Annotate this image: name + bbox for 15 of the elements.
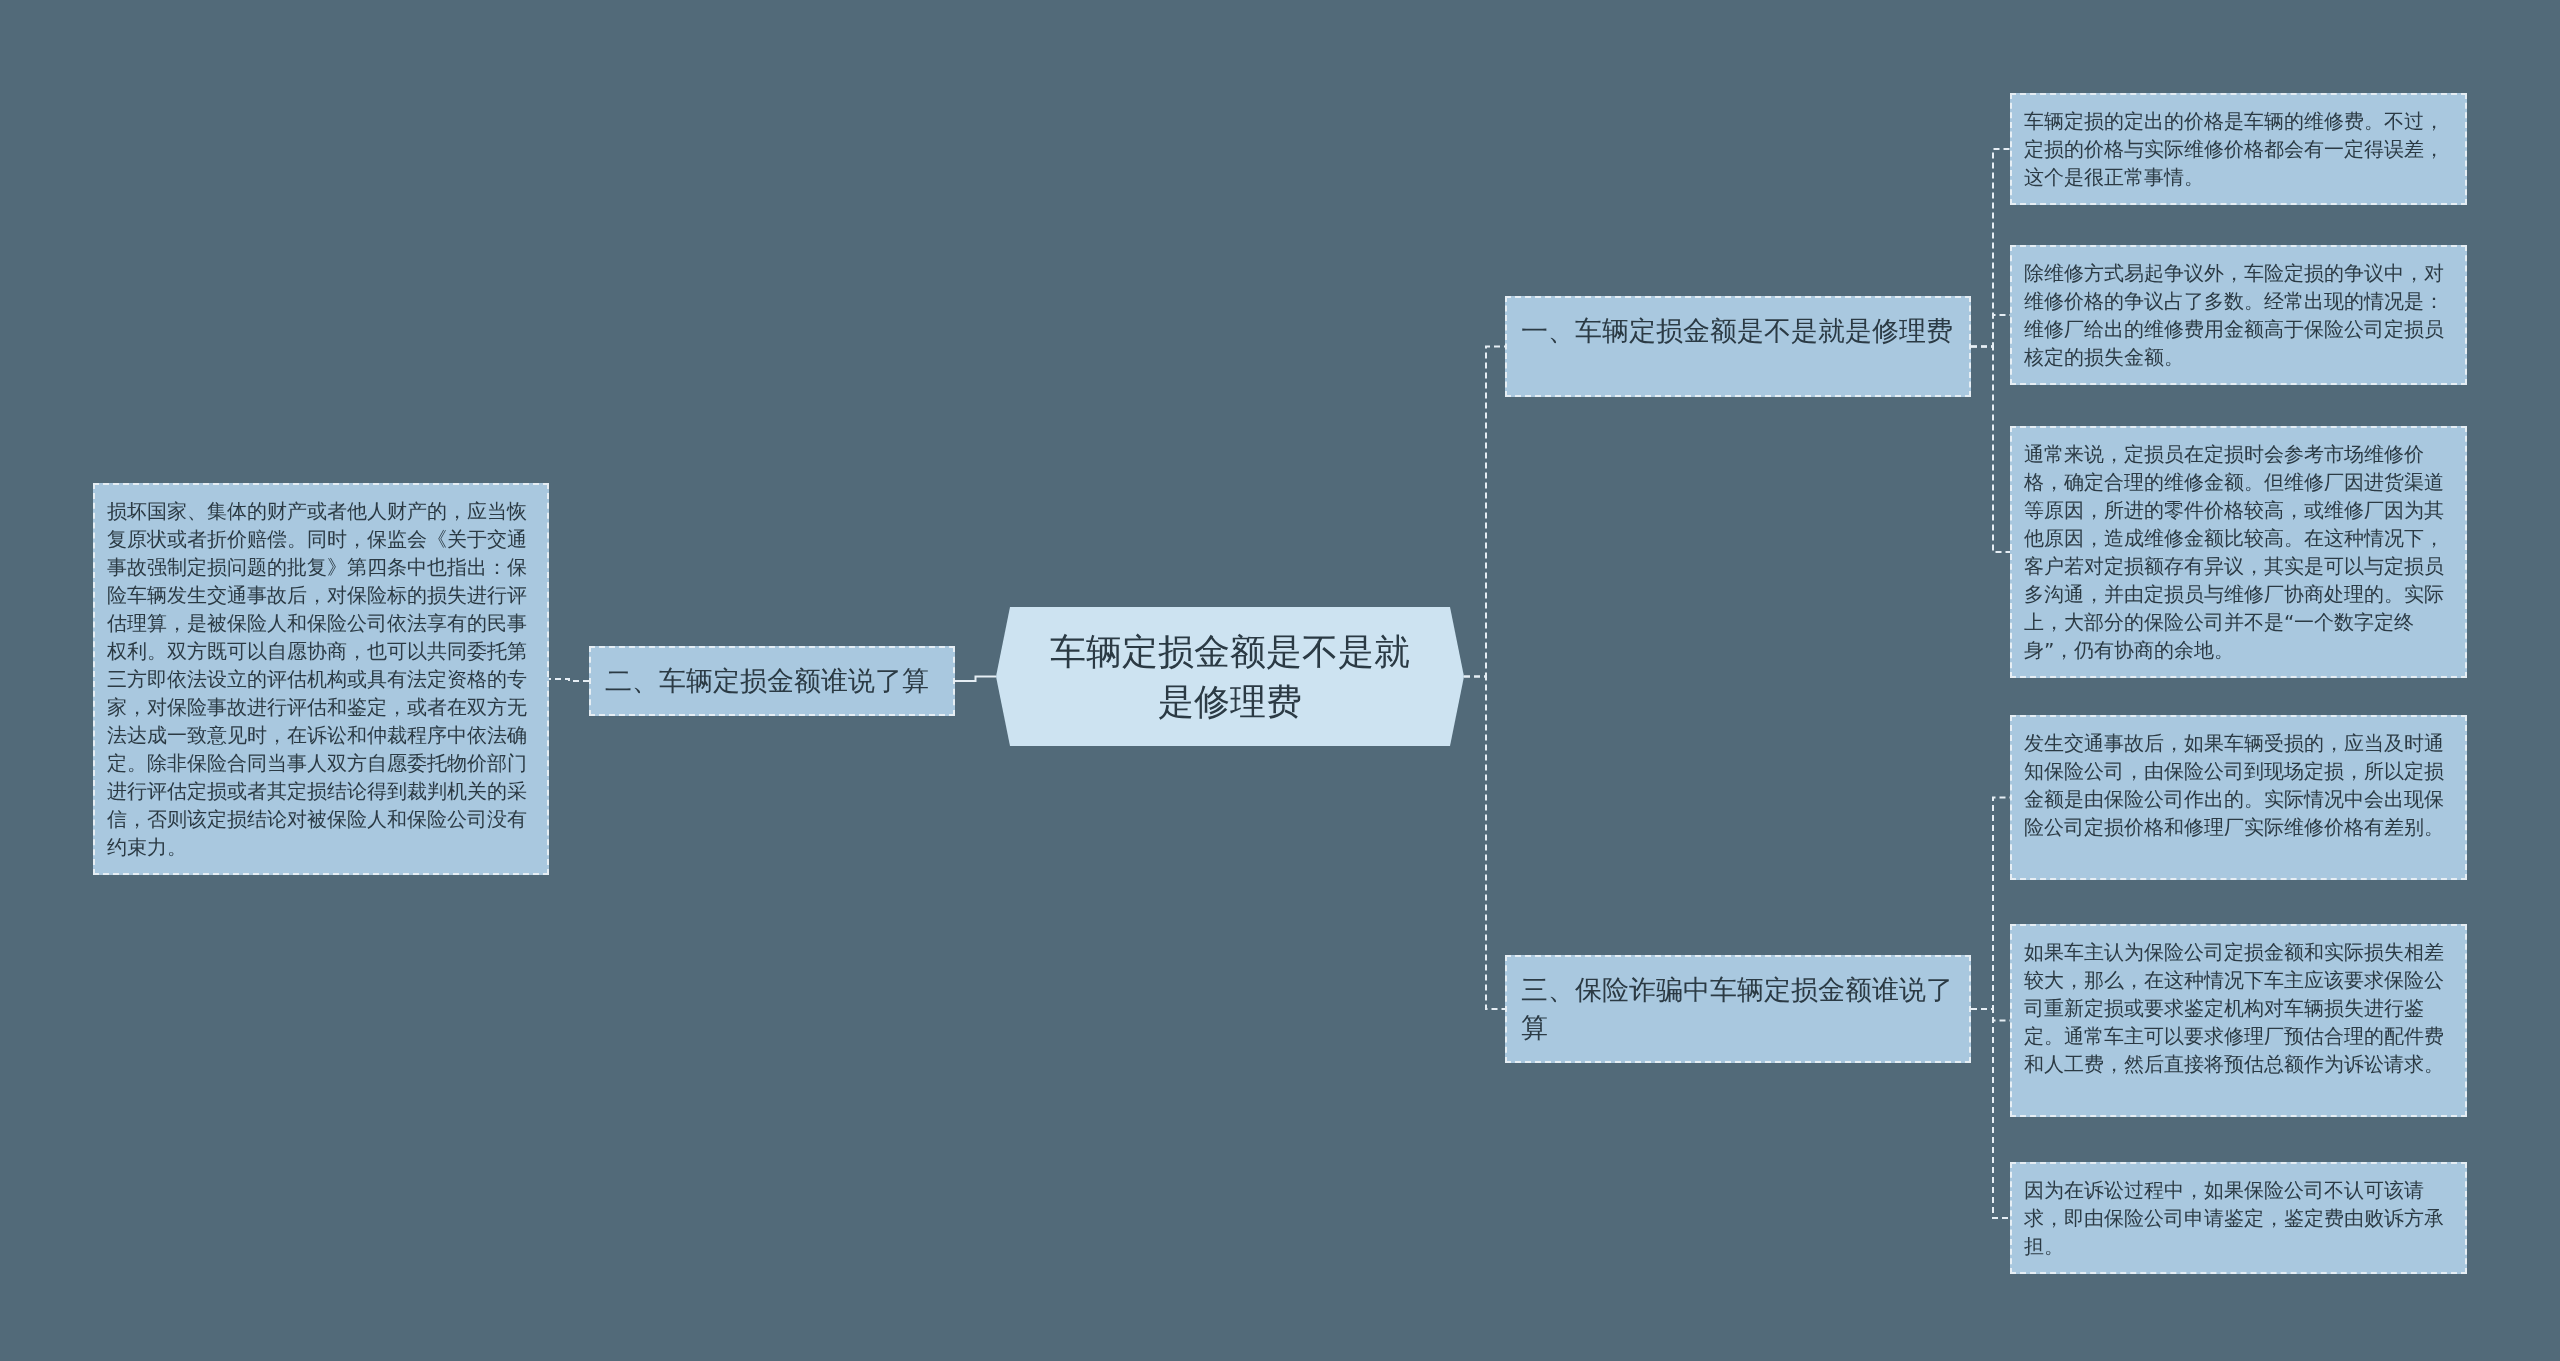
- note-box: 除维修方式易起争议外，车险定损的争议中，对维修价格的争议占了多数。经常出现的情况是：维修厂给出的维修费用金额高于保险公司定损员核定的损失金额。: [2010, 245, 2467, 385]
- note-box: 因为在诉讼过程中，如果保险公司不认可该请求，即由保险公司申请鉴定，鉴定费由败诉方承担。: [2010, 1162, 2467, 1274]
- note-box: 如果车主认为保险公司定损金额和实际损失相差较大，那么，在这种情况下车主应该要求保险公司重新定损或要求鉴定机构对车辆损失进行鉴定。通常车主可以要求修理厂预估合理的配件费和人工费，然后直接将预估总额作为诉讼请求。: [2010, 924, 2467, 1117]
- topic-box: 二、车辆定损金额谁说了算: [589, 646, 955, 716]
- topic-box: 三、保险诈骗中车辆定损金额谁说了算: [1505, 955, 1971, 1063]
- note-box: 通常来说，定损员在定损时会参考市场维修价格，确定合理的维修金额。但维修厂因进货渠道等原因，所进的零件价格较高，或维修厂因为其他原因，造成维修金额比较高。在这种情况下，客户若对定损额存有异议，其实是可以与定损员多沟通，并由定损员与维修厂协商处理的。实际上，大部分的保险公司并不是“一个数字定终身”，仍有协商的余地。: [2010, 426, 2467, 678]
- note-box: 车辆定损的定出的价格是车辆的维修费。不过，定损的价格与实际维修价格都会有一定得误差，这个是很正常事情。: [2010, 93, 2467, 205]
- connector-line: [954, 675, 997, 682]
- topic-box: 一、车辆定损金额是不是就是修理费: [1505, 296, 1971, 397]
- connector-line: [1970, 1008, 2011, 1219]
- note-box: 损坏国家、集体的财产或者他人财产的，应当恢复原状或者折价赔偿。同时，保监会《关于交通事故强制定损问题的批复》第四条中也指出：保险车辆发生交通事故后，对保险标的损失进行评估理算，是被保险人和保险公司依法享有的民事权利。双方既可以自愿协商，也可以共同委托第三方即依法设立的评估机构或具有法定资格的专家，对保险事故进行评估和鉴定，或者在双方无法达成一致意见时，在诉讼和仲裁程序中依法确定。除非保险合同当事人双方自愿委托物价部门进行评估定损或者其定损结论得到裁判机关的采信，否则该定损结论对被保险人和保险公司没有约束力。: [93, 483, 549, 875]
- connector-line: [1970, 345, 2011, 553]
- topic-hexagon: 车辆定损金额是不是就是修理费: [996, 607, 1464, 746]
- note-box: 发生交通事故后，如果车辆受损的，应当及时通知保险公司，由保险公司到现场定损，所以定损金额是由保险公司作出的。实际情况中会出现保险公司定损价格和修理厂实际维修价格有差别。: [2010, 715, 2467, 880]
- connector-line: [1463, 675, 1506, 1010]
